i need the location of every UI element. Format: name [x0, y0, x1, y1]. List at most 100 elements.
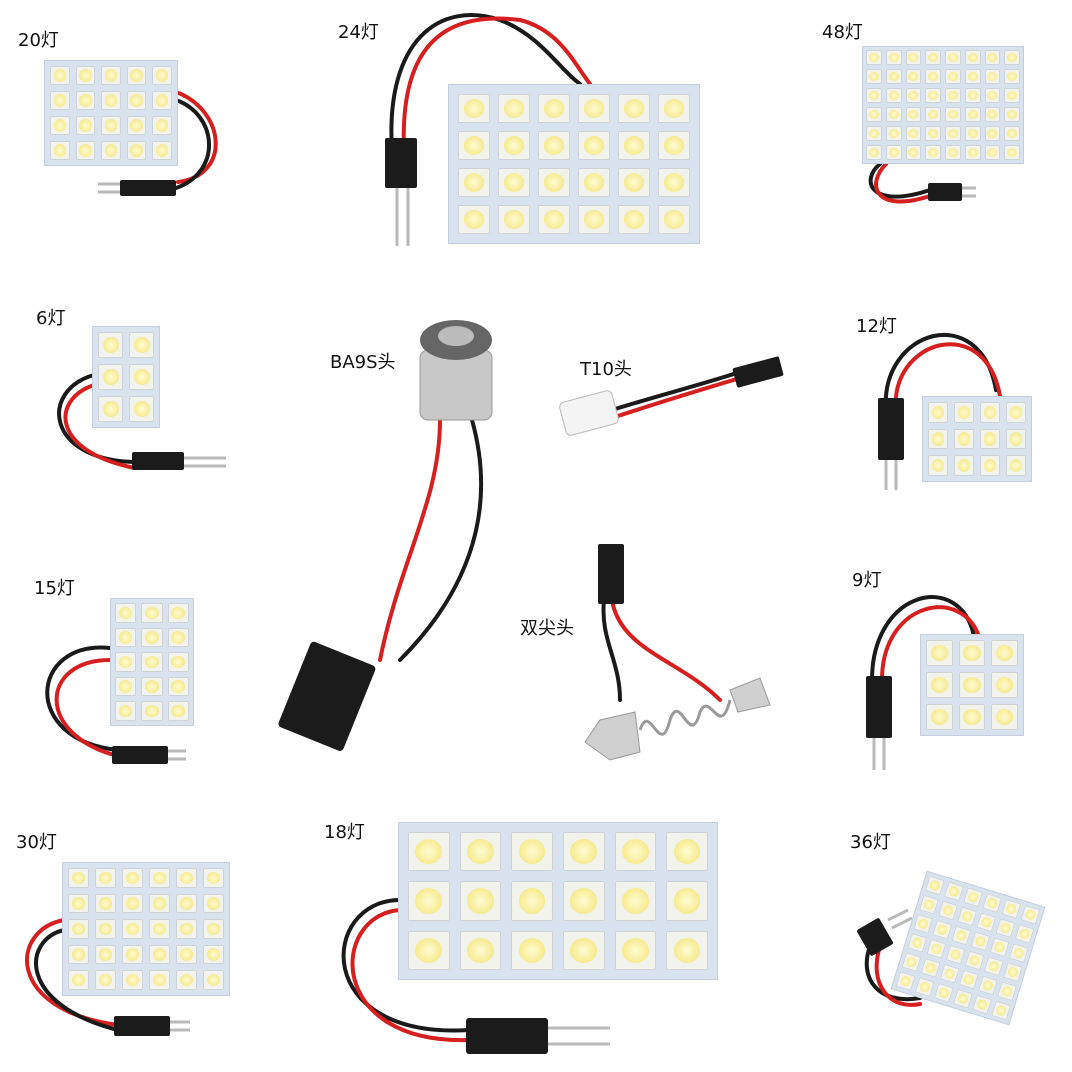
led-chip: [203, 970, 224, 990]
led-chip: [149, 893, 170, 914]
led-chip: [997, 981, 1018, 1002]
led-chip: [152, 91, 172, 110]
led-chip: [945, 145, 961, 160]
label-t10-base: T10头: [580, 359, 632, 380]
led-chip: [954, 455, 974, 476]
led-chip: [984, 69, 1001, 84]
led-chip: [126, 116, 147, 135]
led-chip: [964, 145, 981, 160]
led-chip: [95, 919, 116, 939]
led-chip: [101, 116, 121, 135]
led-chip: [964, 50, 981, 65]
led-chip: [885, 88, 902, 103]
led-chip: [122, 970, 143, 990]
led-chip: [945, 50, 961, 65]
led-chip: [538, 131, 570, 160]
led-chip: [459, 832, 502, 872]
led-chip: [141, 652, 163, 672]
led-chip: [563, 930, 605, 970]
led-chip: [1004, 69, 1020, 84]
label-double-pointed: 双尖头: [520, 618, 574, 639]
led-chip: [101, 141, 121, 160]
led-board-48: [862, 46, 1024, 164]
led-chip: [984, 88, 1001, 103]
led-chip: [578, 168, 610, 197]
led-chip: [149, 919, 170, 939]
led-chip: [167, 603, 189, 623]
led-chip: [964, 126, 981, 141]
led-chip: [68, 944, 89, 965]
led-chip: [928, 455, 948, 476]
led-chip: [141, 603, 163, 623]
led-chip: [176, 919, 197, 939]
led-chip: [926, 672, 953, 698]
led-chip: [563, 832, 605, 872]
led-chip: [141, 627, 163, 648]
led-chip: [149, 944, 170, 965]
led-chip: [885, 126, 902, 141]
led-chip: [122, 893, 143, 914]
label-18-led: 18灯: [324, 822, 365, 843]
led-chip: [925, 107, 941, 122]
led-chip: [167, 701, 189, 721]
label-ba9s-base: BA9S头: [330, 352, 396, 373]
led-chip: [458, 131, 490, 160]
led-chip: [928, 402, 948, 423]
led-chip: [75, 141, 96, 160]
led-chip: [938, 900, 959, 921]
led-board-12: [922, 396, 1032, 482]
led-chip: [498, 205, 530, 234]
led-chip: [167, 627, 189, 648]
led-chip: [866, 126, 882, 141]
led-chip: [964, 950, 985, 971]
led-chip: [885, 145, 902, 160]
led-chip: [954, 428, 974, 450]
led-chip: [928, 428, 948, 450]
led-chip: [991, 1000, 1012, 1021]
led-chip: [129, 364, 154, 390]
led-chip: [980, 402, 1000, 423]
led-chip: [905, 145, 922, 160]
led-chip: [1004, 145, 1020, 160]
led-chip: [907, 932, 928, 953]
led-chip: [618, 94, 650, 123]
led-chip: [408, 881, 450, 921]
led-chip: [976, 912, 997, 933]
led-chip: [982, 893, 1003, 914]
label-24-led: 24灯: [338, 22, 379, 43]
led-chip: [101, 66, 121, 85]
label-9-led: 9灯: [852, 570, 882, 591]
led-chip: [905, 69, 922, 84]
led-chip: [578, 205, 610, 234]
led-chip: [995, 918, 1016, 939]
led-chip: [905, 50, 922, 65]
led-chip: [50, 91, 70, 110]
led-chip: [963, 887, 984, 908]
label-15-led: 15灯: [34, 578, 75, 599]
led-chip: [95, 944, 116, 965]
led-chip: [95, 970, 116, 990]
led-chip: [666, 930, 708, 970]
led-chip: [126, 141, 147, 160]
led-chip: [980, 428, 1000, 450]
led-board-18: [398, 822, 718, 980]
led-chip: [925, 145, 941, 160]
led-chip: [101, 91, 121, 110]
led-chip: [618, 205, 650, 234]
led-chip: [176, 970, 197, 990]
led-chip: [984, 126, 1001, 141]
led-chip: [498, 94, 530, 123]
led-chip: [50, 141, 70, 160]
led-chip: [176, 893, 197, 914]
led-chip: [866, 50, 882, 65]
led-chip: [578, 94, 610, 123]
led-chip: [578, 131, 610, 160]
led-chip: [952, 988, 973, 1009]
led-chip: [905, 88, 922, 103]
led-chip: [95, 893, 116, 914]
led-chip: [984, 145, 1001, 160]
led-chip: [983, 956, 1004, 977]
led-chip: [75, 91, 96, 110]
led-chip: [991, 672, 1018, 698]
